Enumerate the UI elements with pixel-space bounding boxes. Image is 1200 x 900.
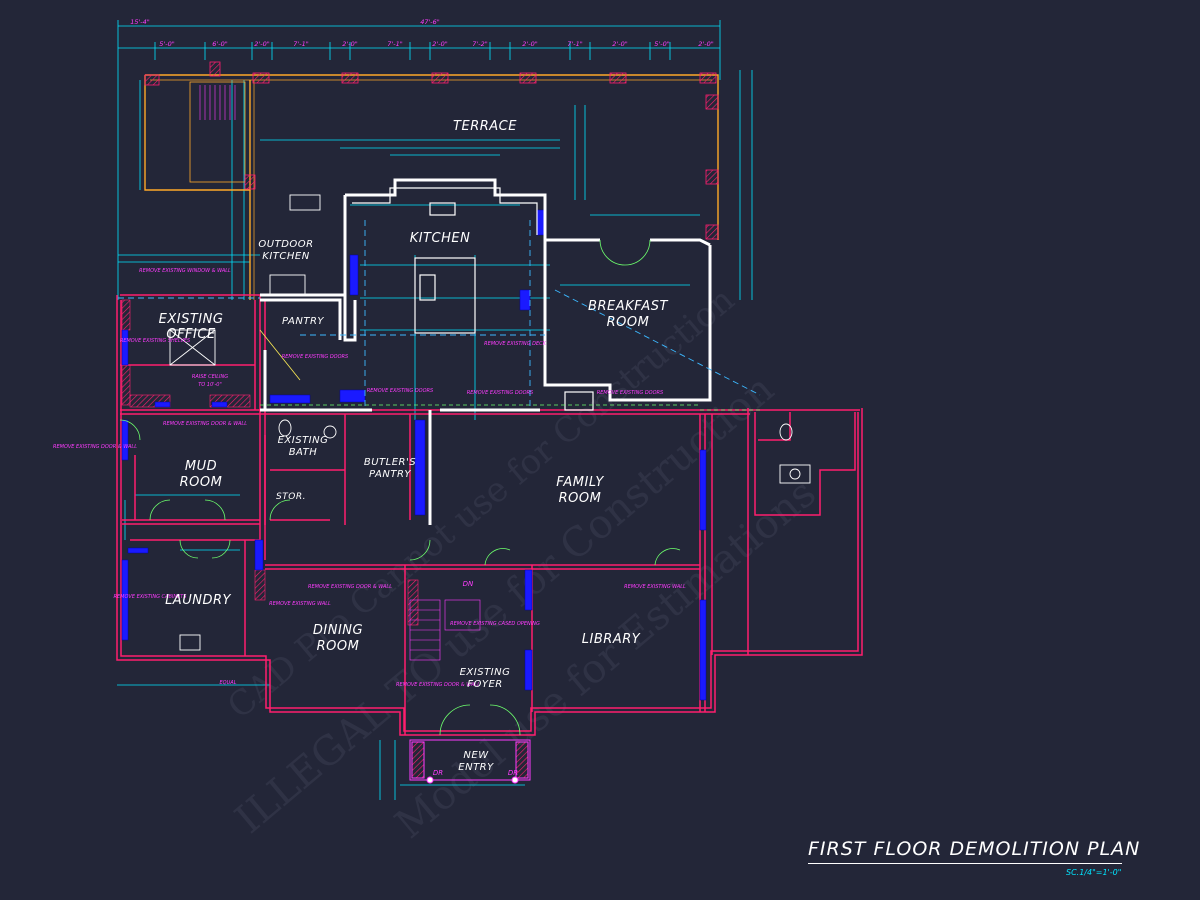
new-wall-thin: [352, 187, 594, 411]
room-office-1: EXISTING: [159, 312, 224, 327]
room-outdoor-kitchen-2: KITCHEN: [262, 251, 309, 262]
note-remove-wall-1: REMOVE EXISTING WALL: [624, 584, 686, 590]
room-bath-1: EXISTING: [278, 435, 329, 446]
room-family-2: ROOM: [559, 491, 602, 506]
dim-seg-9: 2'-0": [522, 40, 537, 48]
note-remove-door-wall-1: REMOVE EXISTING DOOR & WALL: [163, 421, 247, 427]
dim-overall: 47'-6": [420, 18, 440, 26]
note-remove-door-wall-4: REMOVE EXISTING DOOR & WALL: [396, 682, 480, 688]
note-remove-cabinets: REMOVE EXISTING CABINETS: [114, 594, 188, 600]
room-bath-2: BATH: [289, 447, 318, 458]
room-breakfast-2: ROOM: [607, 315, 650, 330]
note-remove-shelves: REMOVE EXISTING SHELVES: [120, 338, 191, 344]
dim-seg-1: 5'-0": [159, 40, 174, 48]
window-fills: [121, 209, 707, 701]
note-remove-cased-opening: REMOVE EXISTING CASED OPENING: [450, 621, 540, 627]
dim-seg-3: 2'-0": [254, 40, 269, 48]
dim-seg-4: 7'-1": [293, 40, 308, 48]
dim-seg-2: 6'-0": [212, 40, 227, 48]
room-entry-2: ENTRY: [458, 762, 494, 773]
drawing-scale: SC.1/4"=1'-0": [1066, 868, 1122, 877]
dim-seg-7: 2'-0": [432, 40, 447, 48]
annotations: REMOVE EXISTING WINDOW & WALL REMOVE EXI…: [53, 268, 686, 777]
stair-treads: [199, 85, 236, 120]
room-foyer-1: EXISTING: [460, 667, 511, 678]
note-equal: EQUAL: [220, 680, 237, 686]
foyer-stair: [409, 599, 481, 661]
dim-seg-11: 2'-0": [612, 40, 627, 48]
drawing-title: FIRST FLOOR DEMOLITION PLAN: [808, 838, 1141, 860]
dim-seg-10: 7'-1": [567, 40, 582, 48]
title-underline: [808, 863, 1122, 864]
dim-seg-6: 7'-1": [387, 40, 402, 48]
note-remove-doors-1: REMOVE EXISTING DOORS: [282, 354, 349, 360]
note-dr-1: DR: [433, 769, 443, 777]
note-dn: DN: [463, 580, 474, 588]
room-pantry: PANTRY: [282, 316, 324, 327]
note-remove-doors-4: REMOVE EXISTING DOORS: [597, 390, 664, 396]
dim-seg-5: 2'-0": [342, 40, 357, 48]
room-dining-2: ROOM: [317, 639, 360, 654]
room-stor: STOR.: [276, 492, 306, 502]
room-family-1: FAMILY: [556, 475, 604, 490]
terrace-piers: [144, 61, 719, 240]
room-entry-1: NEW: [463, 750, 489, 761]
dim-overall-left: 15'-4": [130, 18, 150, 26]
room-library: LIBRARY: [582, 632, 641, 647]
note-raise-ceiling-2: TO 10'-0": [198, 382, 222, 388]
room-laundry: LAUNDRY: [165, 593, 231, 608]
room-kitchen: KITCHEN: [410, 231, 471, 246]
room-terrace: TERRACE: [453, 119, 517, 134]
room-mud-1: MUD: [185, 459, 217, 474]
room-mud-2: ROOM: [180, 475, 223, 490]
note-remove-window-wall: REMOVE EXISTING WINDOW & WALL: [139, 268, 231, 274]
note-remove-wall-2: REMOVE EXISTING WALL: [269, 601, 331, 607]
dim-seg-13: 2'-0": [698, 40, 713, 48]
fixtures: [169, 194, 811, 651]
note-remove-deck: REMOVE EXISTING DECK: [484, 341, 547, 347]
note-remove-doors-2: REMOVE EXISTING DOORS: [367, 388, 434, 394]
note-remove-door-wall-2: REMOVE EXISTING DOOR & WALL: [53, 444, 137, 450]
note-remove-door-wall-3: REMOVE EXISTING DOOR & WALL: [308, 584, 392, 590]
room-butlers-2: PANTRY: [369, 469, 411, 480]
entry-porch: [409, 739, 531, 784]
note-dr-2: DR: [508, 769, 518, 777]
demolition-lines: [118, 220, 761, 410]
room-foyer-2: FOYER: [467, 679, 503, 690]
watermark-line-3: CAD Pro Cannot use for Construction: [220, 280, 742, 727]
dim-seg-8: 7'-2": [472, 40, 487, 48]
room-butlers-1: BUTLER'S: [364, 457, 416, 468]
room-dining-1: DINING: [313, 623, 363, 638]
top-dimensions: 15'-4" 47'-6" 5'-0" 6'-0" 2'-0" 7'-1" 2'…: [130, 18, 713, 48]
room-breakfast-1: BREAKFAST: [588, 299, 668, 314]
room-labels: TERRACE KITCHEN OUTDOOR KITCHEN BREAKFAS…: [159, 119, 668, 773]
note-remove-doors-3: REMOVE EXISTING DOORS: [467, 390, 534, 396]
room-office-2: OFFICE: [166, 327, 216, 342]
room-outdoor-kitchen-1: OUTDOOR: [258, 239, 313, 250]
dim-seg-12: 5'-0": [654, 40, 669, 48]
note-raise-ceiling-1: RAISE CEILING: [192, 374, 228, 380]
door-swings: [119, 239, 760, 736]
